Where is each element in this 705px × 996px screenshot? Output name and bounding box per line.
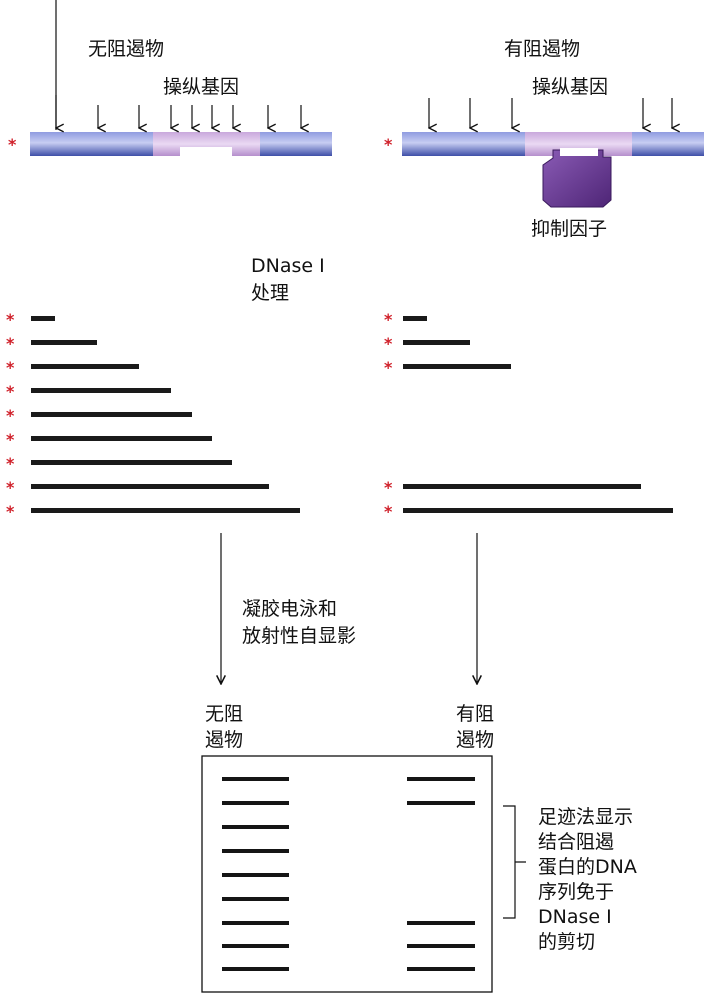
fragment-marker: * bbox=[6, 502, 15, 521]
fragment-8 bbox=[31, 484, 269, 489]
fragment-6 bbox=[31, 436, 212, 441]
gel-lane-right-label-2: 遏物 bbox=[456, 729, 495, 751]
process-line1: 凝胶电泳和 bbox=[242, 598, 338, 620]
right-operator-label: 操纵基因 bbox=[532, 76, 609, 98]
footprint-annotation: 足迹法显示 结合阻遏 蛋白的DNA 序列免于 DNase I 的剪切 bbox=[538, 805, 637, 955]
gel-lane-left-label-2: 遏物 bbox=[205, 729, 244, 751]
treatment-line1: DNase I bbox=[251, 255, 325, 277]
fragment-marker: * bbox=[6, 334, 15, 353]
repressor-protein bbox=[542, 148, 612, 208]
fragment-1 bbox=[403, 316, 427, 321]
fragment-4 bbox=[31, 388, 171, 393]
gel-band bbox=[407, 921, 475, 925]
right-panel-title: 有阻遏物 bbox=[504, 38, 581, 60]
fragment-marker: * bbox=[6, 382, 15, 401]
left-dna-marker: * bbox=[8, 135, 17, 154]
fragment-3 bbox=[31, 364, 139, 369]
gel-band bbox=[222, 849, 289, 853]
repressor-label: 抑制因子 bbox=[531, 218, 608, 240]
fragment-marker: * bbox=[384, 358, 393, 377]
fragment-marker: * bbox=[6, 406, 15, 425]
gel-band bbox=[222, 801, 289, 805]
gel-band bbox=[222, 944, 289, 948]
right-dnase-arrows bbox=[429, 98, 672, 128]
fragment-9 bbox=[403, 508, 673, 513]
annotation-line-1: 足迹法显示 bbox=[538, 806, 634, 828]
fragment-7 bbox=[31, 460, 232, 465]
gel-band bbox=[407, 801, 475, 805]
fragment-marker: * bbox=[6, 454, 15, 473]
fragment-marker: * bbox=[384, 478, 393, 497]
left-operator-label: 操纵基因 bbox=[163, 76, 240, 98]
gel-band bbox=[222, 825, 289, 829]
left-dnase-arrows bbox=[56, 95, 301, 128]
gel-lane-left-label-1: 无阻 bbox=[205, 703, 244, 725]
gel-band bbox=[407, 777, 475, 781]
gel-band bbox=[222, 967, 289, 971]
annotation-line-3: 蛋白的DNA bbox=[538, 856, 637, 878]
gel-band bbox=[222, 897, 289, 901]
annotation-line-2: 结合阻遏 bbox=[538, 831, 615, 853]
left-panel-title: 无阻遏物 bbox=[88, 38, 165, 60]
gel-lane-right-label-1: 有阻 bbox=[456, 703, 495, 725]
fragment-5 bbox=[31, 412, 192, 417]
process-line2: 放射性自显影 bbox=[242, 625, 357, 647]
gel-band bbox=[222, 777, 289, 781]
fragment-1 bbox=[31, 316, 55, 321]
fragment-9 bbox=[31, 508, 300, 513]
fragment-2 bbox=[31, 340, 97, 345]
gel-band bbox=[222, 921, 289, 925]
fragment-marker: * bbox=[6, 478, 15, 497]
fragment-marker: * bbox=[6, 310, 15, 329]
fragment-marker: * bbox=[384, 334, 393, 353]
annotation-line-5: DNase I bbox=[538, 906, 612, 928]
gel-band bbox=[407, 944, 475, 948]
fragment-marker: * bbox=[384, 502, 393, 521]
fragment-marker: * bbox=[6, 430, 15, 449]
treatment-line2: 处理 bbox=[251, 282, 290, 304]
fragment-marker: * bbox=[6, 358, 15, 377]
fragment-8 bbox=[403, 484, 641, 489]
fragment-3 bbox=[403, 364, 511, 369]
annotation-line-6: 的剪切 bbox=[538, 931, 596, 953]
gel-band bbox=[407, 967, 475, 971]
left-dna-strand bbox=[30, 132, 332, 156]
annotation-line-4: 序列免于 bbox=[538, 881, 615, 903]
fragment-2 bbox=[403, 340, 470, 345]
right-dna-marker: * bbox=[384, 135, 393, 154]
fragment-marker: * bbox=[384, 310, 393, 329]
gel-band bbox=[222, 873, 289, 877]
footprint-bracket bbox=[503, 805, 526, 919]
